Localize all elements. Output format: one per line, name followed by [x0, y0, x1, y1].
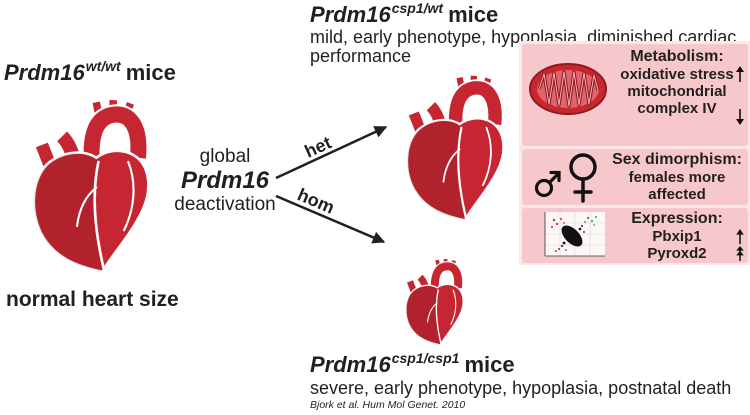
arrow-up-icon [736, 66, 744, 82]
female-symbol-icon [569, 153, 597, 203]
metabolism-heading: Metabolism: [630, 48, 724, 65]
treatment-gene: Prdm16 [180, 167, 270, 194]
hom-genotype: csp1/csp1 [391, 350, 460, 366]
metabolism-line-mitochondrial: mitochondrial [627, 83, 727, 100]
expression-text: Expression: Pbxip1 Pyroxd2 [608, 210, 746, 262]
sex-dimorphism-line-2: affected [648, 186, 706, 203]
wildtype-genotype: wt/wt [85, 58, 121, 74]
citation: Bjork et al. Hum Mol Genet. 2010 [310, 399, 466, 411]
sex-dimorphism-text: Sex dimorphism: females more affected [608, 151, 746, 203]
genotype-arrows [275, 125, 388, 244]
treatment-line-global: global [199, 146, 251, 167]
normal-heart-caption: normal heart size [6, 288, 179, 311]
heart-icon-normal [28, 98, 156, 274]
treatment-label: global Prdm16 deactivation [170, 146, 280, 216]
male-symbol-icon [534, 170, 561, 198]
sex-symbols-icon [534, 153, 597, 203]
metabolism-text: Metabolism: oxidative stress mitochondri… [608, 48, 746, 117]
scatter-plot-icon [544, 212, 605, 257]
arrow-het [275, 125, 388, 180]
finding-sex-dimorphism: Sex dimorphism: females more affected [522, 149, 748, 205]
wildtype-gene: Prdm16 [4, 60, 85, 85]
treatment-line-deactivation: deactivation [174, 194, 276, 215]
arrow-down-icon [736, 109, 744, 125]
arrow-up-icon [736, 228, 744, 245]
heart-icon [34, 100, 149, 272]
sex-dimorphism-line-1: females more [628, 169, 726, 186]
sex-dimorphism-heading: Sex dimorphism: [612, 151, 742, 168]
expression-gene-pbxip1: Pbxip1 [652, 228, 702, 245]
heart-icon-het [402, 74, 510, 222]
het-gene: Prdm16 [310, 2, 391, 27]
arrow-hom [275, 194, 386, 244]
wildtype-suffix: mice [125, 60, 176, 85]
expression-gene-pyroxd2: Pyroxd2 [647, 245, 707, 262]
metabolism-line-complex: complex IV [637, 100, 717, 117]
metabolism-line-oxidative: oxidative stress [620, 66, 734, 83]
hom-gene: Prdm16 [310, 352, 391, 377]
heart-icon [407, 76, 503, 220]
hom-description: severe, early phenotype, hypoplasia, pos… [310, 378, 732, 398]
heart-icon [406, 259, 463, 345]
hom-suffix: mice [464, 352, 515, 377]
het-genotype: csp1/wt [391, 0, 444, 16]
heart-icon-hom [403, 258, 467, 346]
het-suffix: mice [448, 2, 499, 27]
finding-expression: Expression: Pbxip1 Pyroxd2 [522, 208, 748, 263]
expression-heading: Expression: [631, 210, 723, 227]
finding-metabolism: Metabolism: oxidative stress mitochondri… [522, 44, 748, 146]
double-arrow-up-icon [736, 245, 744, 262]
mitochondrion-icon [529, 63, 607, 115]
